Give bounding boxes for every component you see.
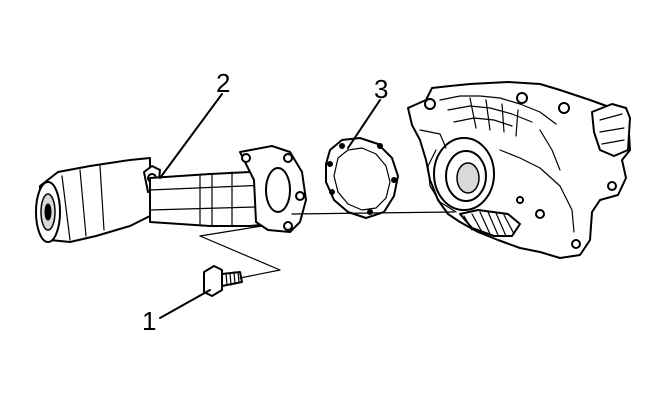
differential-carrier-housing (407, 81, 631, 259)
gasket (325, 137, 399, 219)
leader-line-3 (347, 99, 381, 149)
leader-line-1 (159, 289, 211, 319)
leader-lines (159, 93, 381, 319)
assembly-path-lines (199, 211, 455, 279)
bolt (203, 265, 243, 297)
callout-2: 2 (216, 68, 230, 98)
callout-3: 3 (374, 74, 388, 104)
axle-tube-assembly (35, 145, 307, 243)
leader-line-2 (159, 93, 223, 179)
callout-1: 1 (142, 306, 156, 336)
